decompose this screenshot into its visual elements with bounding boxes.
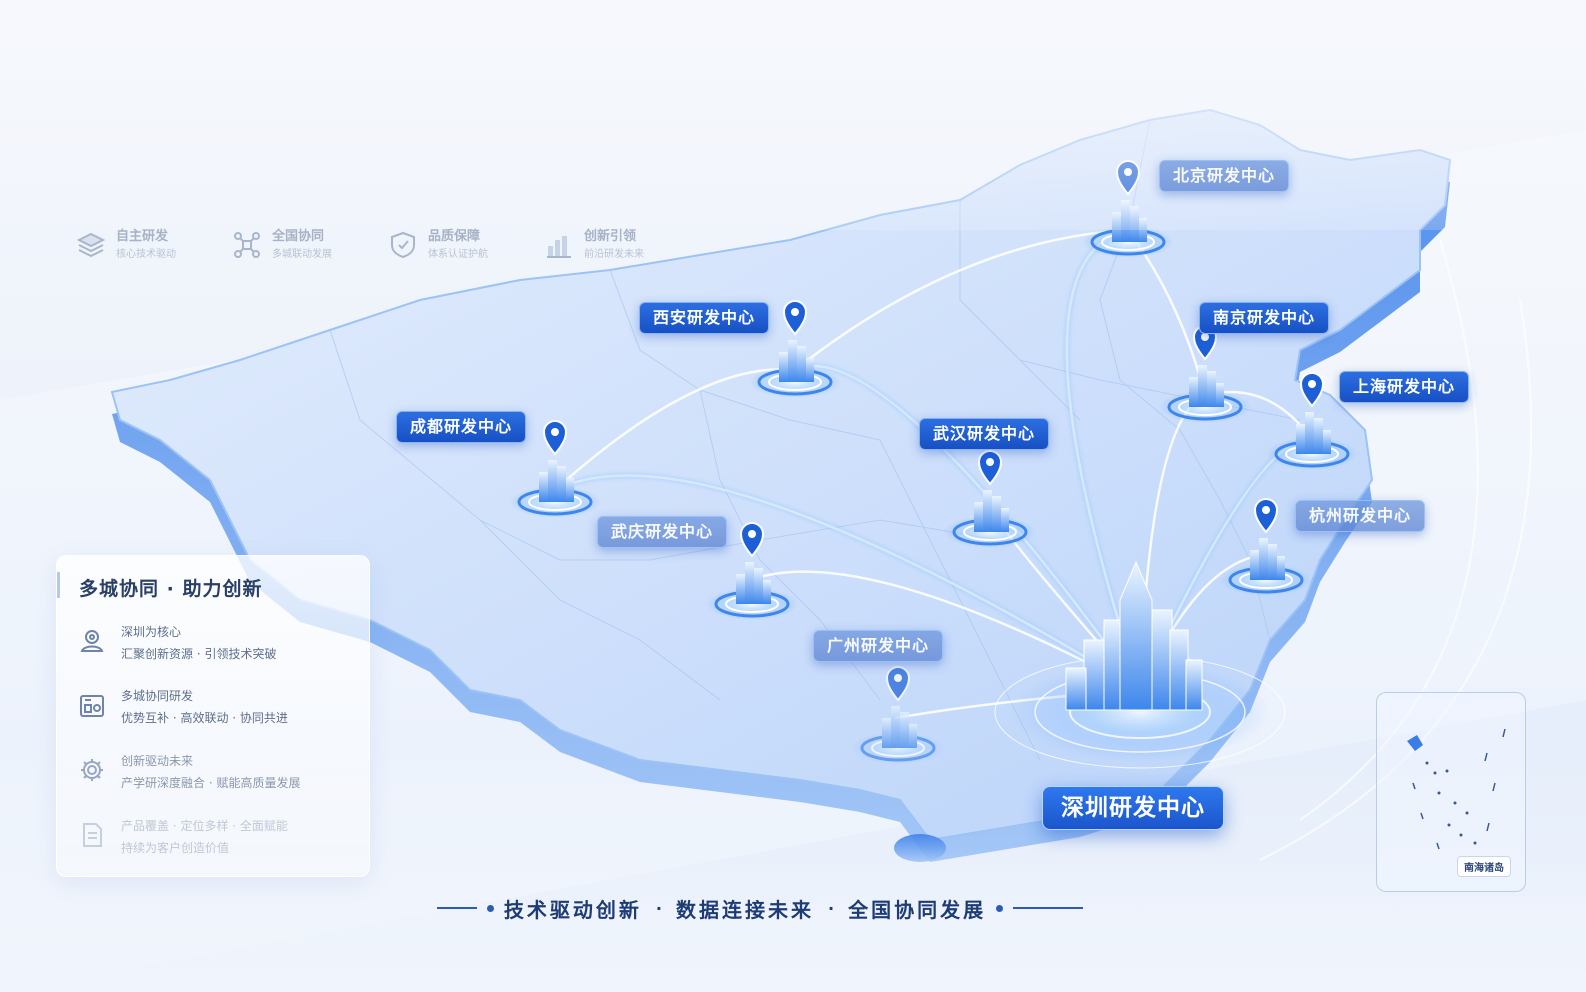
feature-item: 全国协同多城联动发展 <box>230 228 386 262</box>
feature-subtitle: 多城联动发展 <box>272 248 332 260</box>
feature-subtitle: 体系认证护航 <box>428 248 488 260</box>
feature-item: 自主研发核心技术驱动 <box>74 228 230 262</box>
label-shenzhen[interactable]: 深圳研发中心 <box>1042 786 1224 830</box>
label-guangzhou[interactable]: 广州研发中心 <box>813 630 944 662</box>
feature-title: 品质保障 <box>428 228 481 244</box>
feature-subtitle: 核心技术驱动 <box>116 248 176 260</box>
panel-item-desc: 优势互补 · 高效联动 · 协同共进 <box>121 711 288 725</box>
slogan-separator: · <box>655 898 662 918</box>
panel-item-title: 产品覆盖 · 定位多样 · 全面赋能 <box>121 819 288 833</box>
label-chongqing[interactable]: 武庆研发中心 <box>597 516 728 548</box>
panel-item: 多城协同研发优势互补 · 高效联动 · 协同共进 <box>77 688 288 726</box>
bar-chart-icon <box>542 228 576 262</box>
feature-subtitle: 前沿研发未来 <box>584 248 644 260</box>
feature-title: 创新引领 <box>584 228 637 244</box>
label-xian[interactable]: 西安研发中心 <box>639 302 770 334</box>
node-guangzhou <box>850 666 946 766</box>
feature-item: 创新引领前沿研发未来 <box>542 228 698 262</box>
label-nanjing[interactable]: 南京研发中心 <box>1199 302 1330 334</box>
label-hangzhou[interactable]: 杭州研发中心 <box>1295 500 1426 532</box>
shenzhen-skyline <box>1065 560 1203 711</box>
slogan-line-left <box>436 907 477 909</box>
label-chengdu[interactable]: 成都研发中心 <box>396 411 527 443</box>
feature-title: 全国协同 <box>272 228 325 244</box>
network-icon <box>230 228 264 262</box>
location-person-icon <box>77 626 107 656</box>
slogan-separator: · <box>828 898 835 918</box>
panel-item: 深圳为核心汇聚创新资源 · 引领技术突破 <box>77 624 276 662</box>
panel-title: 多城协同 · 助力创新 <box>56 572 262 601</box>
feature-title: 自主研发 <box>116 228 169 244</box>
south-china-sea-inset: 南海诸岛 <box>1376 692 1526 892</box>
node-nanjing <box>1157 325 1253 425</box>
bottom-slogan: 技术驱动创新 · 数据连接未来 · 全国协同发展 <box>420 893 1100 923</box>
label-shanghai[interactable]: 上海研发中心 <box>1339 371 1470 403</box>
shield-icon <box>386 228 420 262</box>
slogan-dot-right <box>996 904 1004 912</box>
inset-map <box>1407 728 1506 850</box>
label-wuhan[interactable]: 武汉研发中心 <box>919 418 1050 450</box>
slogan-line-right <box>1013 907 1084 909</box>
slogan-part-3: 全国协同发展 <box>848 897 987 922</box>
gear-icon <box>77 755 107 785</box>
panel-item: 创新驱动未来产学研深度融合 · 赋能高质量发展 <box>77 753 300 791</box>
slogan-part-1: 技术驱动创新 <box>503 897 642 922</box>
info-panel: 多城协同 · 助力创新 深圳为核心汇聚创新资源 · 引领技术突破 多城协同研发优… <box>56 555 370 877</box>
feature-item: 品质保障体系认证护航 <box>386 228 542 262</box>
inset-label: 南海诸岛 <box>1457 856 1511 877</box>
slogan-dot-left <box>486 904 494 912</box>
panel-item-desc: 持续为客户创造价值 <box>121 841 230 855</box>
building-network-icon <box>77 690 107 720</box>
label-beijing[interactable]: 北京研发中心 <box>1159 160 1290 192</box>
document-icon <box>77 820 107 850</box>
panel-item-title: 创新驱动未来 <box>121 754 194 768</box>
panel-item-title: 深圳为核心 <box>121 625 182 639</box>
slogan-part-2: 数据连接未来 <box>676 897 814 922</box>
panel-item-title: 多城协同研发 <box>121 689 194 703</box>
feature-strip: 自主研发核心技术驱动 全国协同多城联动发展 品质保障体系认证护航 创新引领前沿研… <box>74 228 698 262</box>
panel-item-desc: 汇聚创新资源 · 引领技术突破 <box>121 647 277 661</box>
panel-item-desc: 产学研深度融合 · 赋能高质量发展 <box>121 776 301 790</box>
layers-icon <box>74 228 108 262</box>
panel-item: 产品覆盖 · 定位多样 · 全面赋能持续为客户创造价值 <box>77 818 288 856</box>
node-wuhan <box>942 450 1038 550</box>
